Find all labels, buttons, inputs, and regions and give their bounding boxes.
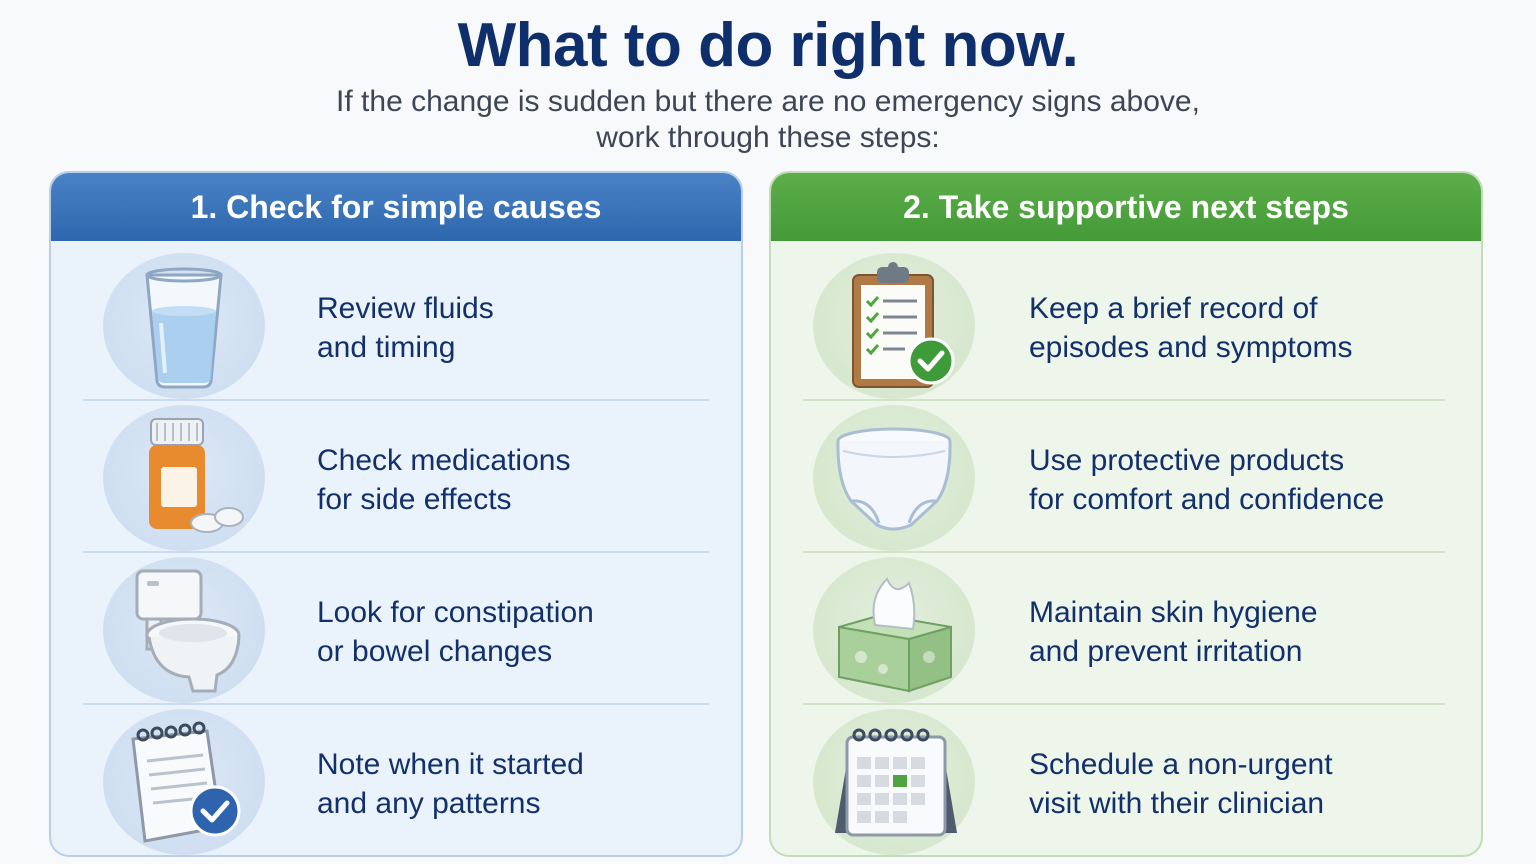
step-text: Review fluids and timing — [317, 292, 494, 364]
divider — [803, 551, 1445, 553]
simple-causes-panel: 1. Check for simple causes Review fluids… — [49, 171, 743, 857]
left-step-fluids: Review fluids and timing — [51, 251, 741, 401]
divider — [803, 703, 1445, 705]
step-text: Use protective products for comfort and … — [1029, 444, 1385, 516]
tissue-box-icon — [813, 557, 975, 703]
subtitle-line-1: If the change is sudden but there are no… — [336, 85, 1200, 118]
step-text: Keep a brief record of episodes and symp… — [1029, 292, 1353, 364]
toilet-icon — [103, 557, 265, 703]
step-text: Check medications for side effects — [317, 444, 571, 516]
page-subtitle: If the change is sudden but there are no… — [0, 84, 1536, 156]
step-text: Schedule a non-urgent visit with their c… — [1029, 748, 1333, 820]
right-step-record: Keep a brief record of episodes and symp… — [771, 251, 1481, 401]
right-step-visit: Schedule a non-urgent visit with their c… — [771, 707, 1481, 855]
step-text: Note when it started and any patterns — [317, 748, 584, 820]
right-step-hygiene: Maintain skin hygiene and prevent irrita… — [771, 555, 1481, 705]
divider — [803, 399, 1445, 401]
simple-causes-heading: 1. Check for simple causes — [51, 173, 741, 241]
right-step-products: Use protective products for comfort and … — [771, 403, 1481, 553]
divider — [83, 703, 709, 705]
clipboard-checklist-icon — [813, 253, 975, 399]
supportive-steps-heading: 2. Take supportive next steps — [771, 173, 1481, 241]
left-step-medications: Check medications for side effects — [51, 403, 741, 553]
left-step-patterns: Note when it started and any patterns — [51, 707, 741, 855]
protective-underwear-icon — [813, 405, 975, 551]
divider — [83, 551, 709, 553]
supportive-steps-panel: 2. Take supportive next steps — [769, 171, 1483, 857]
step-text: Maintain skin hygiene and prevent irrita… — [1029, 596, 1318, 668]
calendar-icon — [813, 709, 975, 855]
pill-bottle-icon — [103, 405, 265, 551]
water-glass-icon — [103, 253, 265, 399]
subtitle-line-2: work through these steps: — [596, 121, 940, 154]
notepad-check-icon — [103, 709, 265, 855]
left-step-constipation: Look for constipation or bowel changes — [51, 555, 741, 705]
divider — [83, 399, 709, 401]
step-text: Look for constipation or bowel changes — [317, 596, 594, 668]
page-title: What to do right now. — [457, 11, 1079, 80]
